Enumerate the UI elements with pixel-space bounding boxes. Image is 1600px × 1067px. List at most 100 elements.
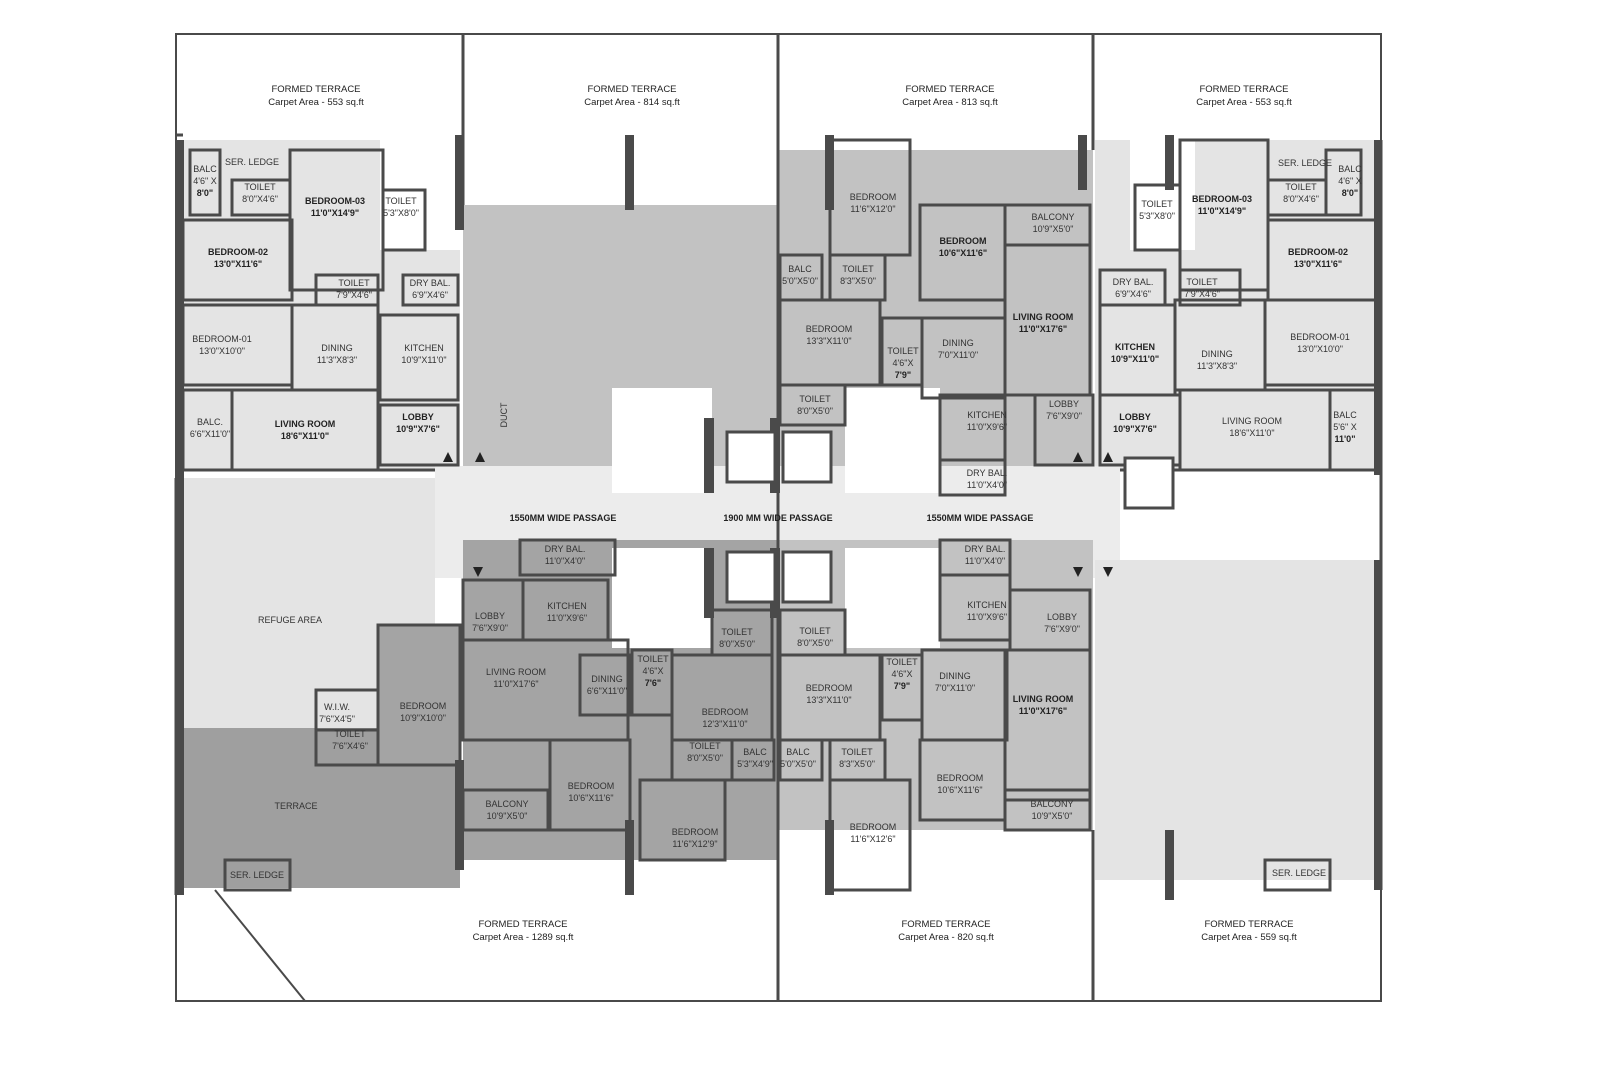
room-size: 11'3"X8'3" xyxy=(317,355,357,365)
room-size: 11'3"X8'3" xyxy=(1197,361,1237,371)
passage-label: 1550MM WIDE PASSAGE xyxy=(927,513,1034,523)
room-name: BALC xyxy=(786,747,810,757)
room-label: TOILET 8'3"X5'0" xyxy=(839,747,875,769)
room-size: 8'3"X5'0" xyxy=(839,759,875,769)
formed-terrace-title: FORMED TERRACE xyxy=(587,84,676,95)
room-name: LOBBY xyxy=(1119,412,1151,422)
room-size: 10'9"X5'0" xyxy=(1033,224,1074,234)
room-size: 4'6" X xyxy=(193,176,216,186)
room-size: 7'9"X4'6" xyxy=(336,290,372,300)
room-name: KITCHEN xyxy=(404,343,444,353)
room-size: 18'6"X11'0" xyxy=(281,431,329,441)
room-name: BEDROOM xyxy=(850,822,897,832)
room-name: KITCHEN xyxy=(547,601,587,611)
room-name: TOILET xyxy=(799,394,831,404)
room-name: BEDROOM xyxy=(940,236,987,246)
room-name: BEDROOM-01 xyxy=(192,334,252,344)
room-size: 11'0" xyxy=(1335,434,1356,444)
entry-arrow-icon xyxy=(1073,567,1083,577)
zone-fill xyxy=(1130,140,1195,250)
room-outline xyxy=(938,458,1007,497)
room-size: 13'0"X10'0" xyxy=(199,346,245,356)
room-outline xyxy=(920,316,1007,400)
room-name: DINING xyxy=(321,343,353,353)
room-size: 11'0"X14'9" xyxy=(1198,206,1246,216)
wall-column xyxy=(176,475,184,895)
room-size: 5'3"X8'0" xyxy=(1139,211,1175,221)
room-label: REFUGE AREA xyxy=(258,615,322,625)
room-name: DUCT xyxy=(499,402,509,427)
room-size: 6'9"X4'6" xyxy=(1115,289,1151,299)
room-outline xyxy=(314,728,380,767)
room-label: TOILET 5'3"X8'0" xyxy=(1139,199,1175,221)
room-name: BEDROOM-02 xyxy=(1288,247,1348,257)
room-name: TOILET xyxy=(1186,277,1218,287)
room-name: TOILET xyxy=(841,747,873,757)
terrace-carpet-area: Carpet Area - 553 sq.ft xyxy=(268,97,364,108)
room-name: KITCHEN xyxy=(1115,342,1155,352)
room-name: BALC xyxy=(193,164,217,174)
room-name: BEDROOM xyxy=(568,781,615,791)
room-size: 7'9" xyxy=(894,681,910,691)
wall-column xyxy=(825,820,834,895)
room-name: BEDROOM xyxy=(702,707,749,717)
room-name: DRY BAL. xyxy=(1113,277,1154,287)
room-label: SER. LEDGE xyxy=(225,157,279,167)
room-size: 5'0"X5'0" xyxy=(782,276,818,286)
room-size: 7'6"X4'5" xyxy=(319,714,355,724)
room-size: 7'9"X4'6" xyxy=(1184,289,1220,299)
room-name: BALCONY xyxy=(1030,799,1073,809)
formed-terrace-title: FORMED TERRACE xyxy=(901,919,990,930)
room-name: LOBBY xyxy=(1047,612,1077,622)
room-label: TERRACE xyxy=(274,801,317,811)
room-outline xyxy=(188,148,222,217)
room-name: BEDROOM-02 xyxy=(208,247,268,257)
terrace-edge xyxy=(214,889,306,1002)
room-name: BEDROOM xyxy=(806,683,853,693)
room-size: 6'6"X11'0" xyxy=(587,686,627,696)
room-name: LIVING ROOM xyxy=(486,667,546,677)
walls xyxy=(174,33,1383,1002)
entry-arrow-icon xyxy=(473,567,483,577)
room-name: TOILET xyxy=(1141,199,1173,209)
room-name: SER. LEDGE xyxy=(230,870,284,880)
room-name: BALC xyxy=(743,747,767,757)
room-size: 13'0"X11'6" xyxy=(1294,259,1342,269)
room-size: 13'0"X11'6" xyxy=(214,259,262,269)
zone-fill xyxy=(845,548,940,648)
room-name: DINING xyxy=(1201,349,1233,359)
room-size: 11'6"X12'0" xyxy=(850,204,895,214)
room-size: 12'3"X11'0" xyxy=(702,719,747,729)
room-size: 8'0"X5'0" xyxy=(797,638,833,648)
room-name: BEDROOM-03 xyxy=(305,196,365,206)
room-size: 8'0"X5'0" xyxy=(719,639,755,649)
room-size: 7'0"X11'0" xyxy=(938,350,978,360)
wall-column xyxy=(625,135,634,210)
room-name: BALC xyxy=(1338,164,1362,174)
room-size: 7'9" xyxy=(895,370,911,380)
room-size: 11'0"X4'0" xyxy=(967,480,1007,490)
entry-arrow-icon xyxy=(475,452,485,462)
room-name: LOBBY xyxy=(402,412,434,422)
wall-column xyxy=(176,34,177,144)
room-outline xyxy=(1003,788,1092,832)
room-size: 11'0"X9'6" xyxy=(967,612,1007,622)
room-name: TOILET xyxy=(385,196,417,206)
